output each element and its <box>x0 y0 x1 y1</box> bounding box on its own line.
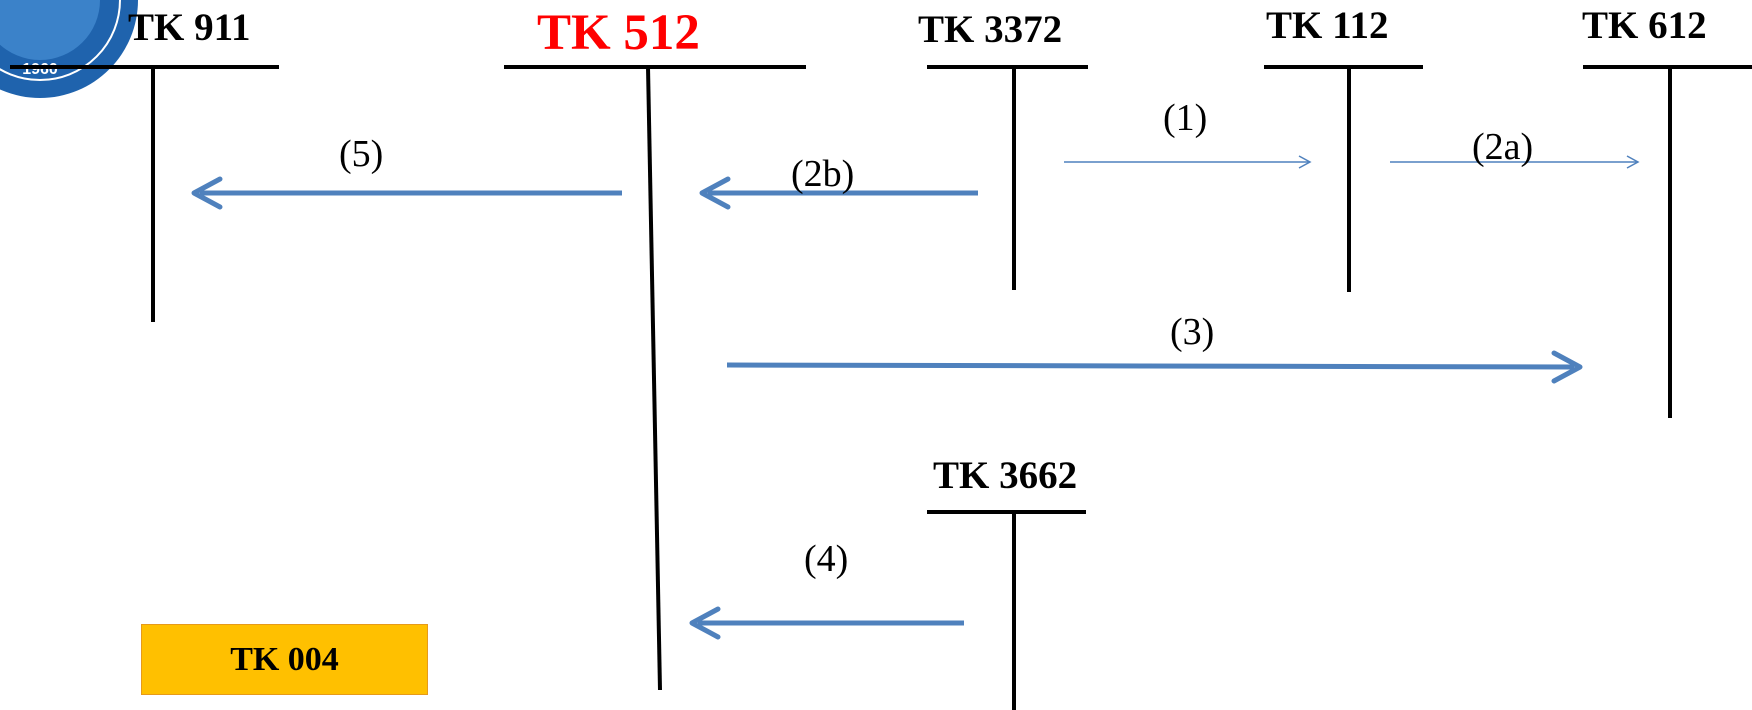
flow-label-3: (3) <box>1170 311 1215 353</box>
t-account-tk112 <box>1264 65 1423 292</box>
t-account-tk3662 <box>927 510 1086 710</box>
flow-label-1: (1) <box>1163 97 1208 139</box>
t-account-tk512 <box>504 65 806 691</box>
account-box-label: TK 004 <box>230 640 339 678</box>
t-account-tk3372 <box>927 65 1088 290</box>
flow-label-4: (4) <box>804 538 849 580</box>
flow-arrow-5 <box>191 176 622 210</box>
account-box-tk004: TK 004 <box>141 624 428 695</box>
account-label-tk512: TK 512 <box>537 5 700 61</box>
account-label-tk911: TK 911 <box>128 6 251 49</box>
flow-label-5: (5) <box>339 133 384 175</box>
account-label-tk3372: TK 3372 <box>918 8 1063 51</box>
flow-label-2a: (2a) <box>1472 126 1534 168</box>
flow-arrow-4 <box>689 606 964 640</box>
account-label-tk612: TK 612 <box>1582 4 1707 47</box>
flow-arrow-2b <box>699 176 978 210</box>
account-label-tk112: TK 112 <box>1266 4 1389 47</box>
t-account-tk612 <box>1583 65 1752 418</box>
account-label-tk3662: TK 3662 <box>933 454 1078 497</box>
flow-arrow-3 <box>726 350 1583 384</box>
flow-label-2b: (2b) <box>791 153 855 195</box>
t-account-tk911 <box>10 65 279 322</box>
university-seal-icon: 1960 <box>0 0 140 100</box>
